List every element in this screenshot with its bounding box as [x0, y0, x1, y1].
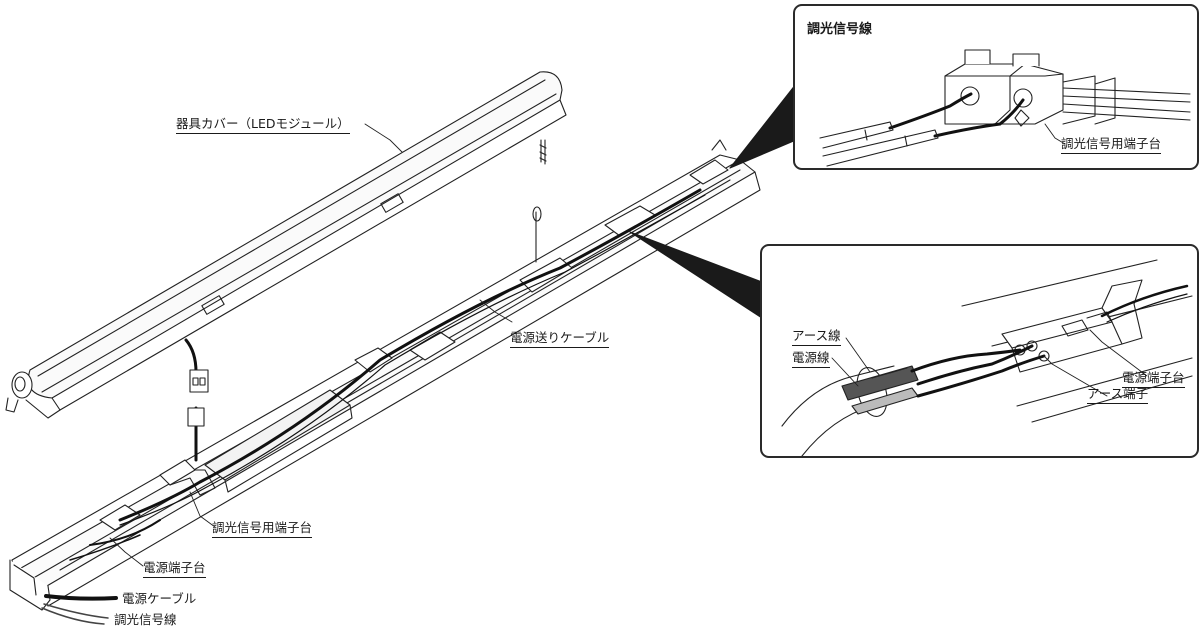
power-terminal-label: 電源端子台: [143, 560, 206, 578]
earth-terminal-label: アース端子: [1087, 386, 1149, 404]
fixture-cover: [5, 71, 567, 419]
cover-connector: [184, 338, 209, 393]
power-feed-cable-label: 電源送りケーブル: [510, 330, 610, 348]
cover-label: 器具カバー（LEDモジュール）: [176, 116, 350, 134]
inset-power-wiring: アース線 電源線 電源端子台 アース端子: [760, 244, 1199, 458]
inset-power-drawing: [781, 259, 1193, 456]
power-leaders: [831, 329, 1148, 397]
inset-dimming-terminal-label: 調光信号用端子台: [1061, 136, 1162, 154]
earth-wire-label: アース線: [792, 328, 841, 346]
callout-wedge-top: [729, 83, 797, 169]
callout-wedge-mid: [629, 231, 763, 319]
power-terminal-block: [1001, 279, 1143, 373]
exiting-cables: [41, 594, 118, 625]
dimming-wire-label: 調光信号線: [114, 612, 177, 627]
power-cable-label: 電源ケーブル: [122, 591, 197, 606]
internal-wiring: [69, 188, 706, 561]
power-cable: [781, 365, 919, 456]
inset-dimming-wire: 調光信号線: [793, 4, 1199, 170]
dimming-wires: [819, 92, 1025, 167]
power-conductors: [910, 284, 1189, 398]
dimming-terminal-label: 調光信号用端子台: [212, 520, 313, 538]
dimming-terminal-block: [944, 49, 1191, 127]
power-terminal-inset-label: 電源端子台: [1122, 370, 1185, 388]
inset-dimming-drawing: [819, 49, 1191, 167]
power-wire-label: 電源線: [792, 350, 830, 368]
inset-dimming-title: 調光信号線: [807, 22, 873, 37]
leader-lines: [109, 123, 513, 567]
